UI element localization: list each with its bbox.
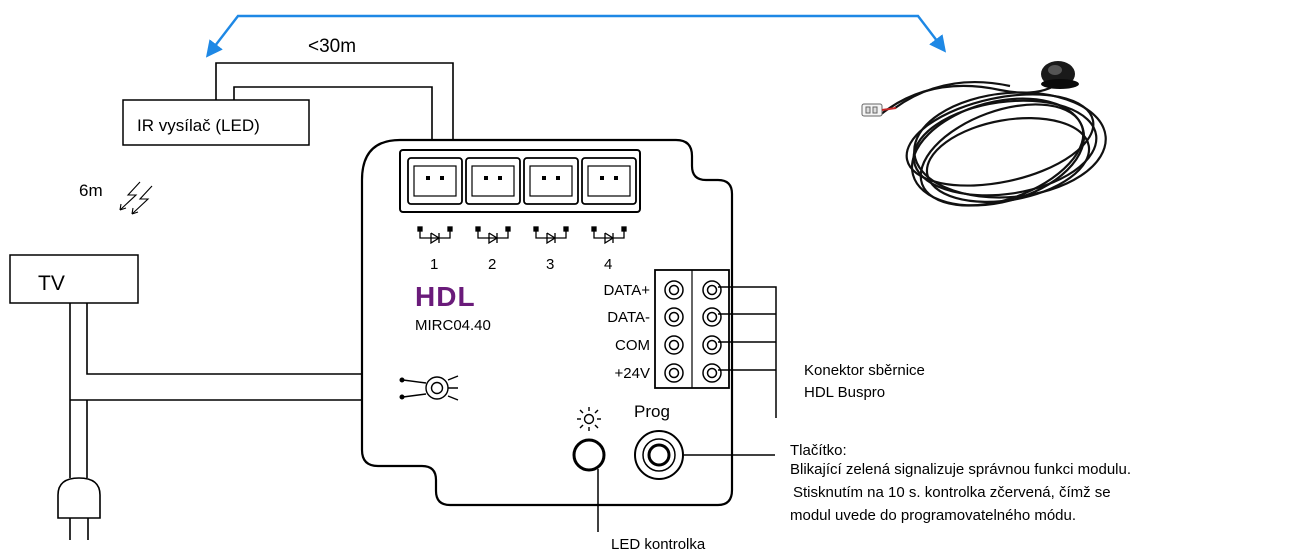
ir-connector[interactable]: [523, 157, 579, 205]
ir-connector[interactable]: [407, 157, 463, 205]
ir-receiver-icon: [399, 375, 459, 401]
distance-label: <30m: [308, 36, 356, 57]
bus-pin-label: DATA-: [607, 309, 650, 326]
button-description-line: Tlačítko:: [790, 442, 847, 459]
prog-button-center: [647, 443, 671, 467]
tv-box: [9, 254, 139, 304]
ir-emitter-label: IR vysílač (LED): [137, 116, 260, 135]
led-symbol-icon: [533, 226, 569, 245]
ir-range-label: 6m: [79, 181, 103, 200]
connector-pins: [426, 176, 618, 180]
lightning-icon: [119, 181, 153, 215]
brand-logo: HDL: [415, 281, 476, 312]
ir-wire-outer: [215, 62, 454, 148]
bus-connector-label-line1: Konektor sběrnice: [804, 362, 925, 379]
bus-wires: [718, 286, 777, 418]
led-indicator: [572, 438, 606, 472]
ir-emitter-box: [122, 99, 310, 146]
bus-pin-label: COM: [615, 337, 650, 354]
prog-button-ring: [642, 438, 676, 472]
channel-number: 4: [604, 256, 612, 273]
bus-connector-label-line2: HDL Buspro: [804, 384, 885, 401]
jst-plug: [861, 103, 883, 117]
bus-pin-label: DATA+: [603, 282, 650, 299]
channel-number: 3: [546, 256, 554, 273]
power-plug-icon: [57, 477, 101, 540]
button-description-line: modul uvede do programovatelného módu.: [790, 507, 1076, 524]
sun-icon: [577, 407, 601, 431]
channel-led-icons: [417, 226, 627, 245]
range-arrow: [205, 14, 947, 58]
ir-connectors: [407, 157, 637, 205]
channel-numbers: 1 2 3 4: [430, 256, 612, 273]
led-label: LED kontrolka: [611, 536, 706, 553]
ir-connector[interactable]: [581, 157, 637, 205]
channel-number: 1: [430, 256, 438, 273]
led-symbol-icon: [417, 226, 453, 245]
ir-connector[interactable]: [465, 157, 521, 205]
button-description-line: Blikající zelená signalizuje správnou fu…: [790, 461, 1131, 478]
prog-button[interactable]: [634, 430, 684, 480]
tv-label: TV: [38, 272, 65, 295]
bus-pin-label: +24V: [615, 365, 650, 382]
prog-label: Prog: [634, 402, 670, 421]
button-description-line: Stisknutím na 10 s. kontrolka zčervená, …: [793, 484, 1111, 501]
terminal-screws: [664, 280, 722, 383]
button-description: Tlačítko: Blikající zelená signalizuje s…: [790, 442, 1131, 524]
power-cable-right: [86, 303, 365, 375]
module-body: [360, 138, 734, 507]
ir-wire-inner: [233, 86, 433, 148]
channel-number: 2: [488, 256, 496, 273]
led-symbol-icon: [475, 226, 511, 245]
led-symbol-icon: [591, 226, 627, 245]
model-label: MIRC04.40: [415, 317, 491, 334]
ir-receiver-cable-icon: [861, 61, 1107, 207]
bus-pin-labels: DATA+ DATA- COM +24V: [603, 282, 650, 382]
